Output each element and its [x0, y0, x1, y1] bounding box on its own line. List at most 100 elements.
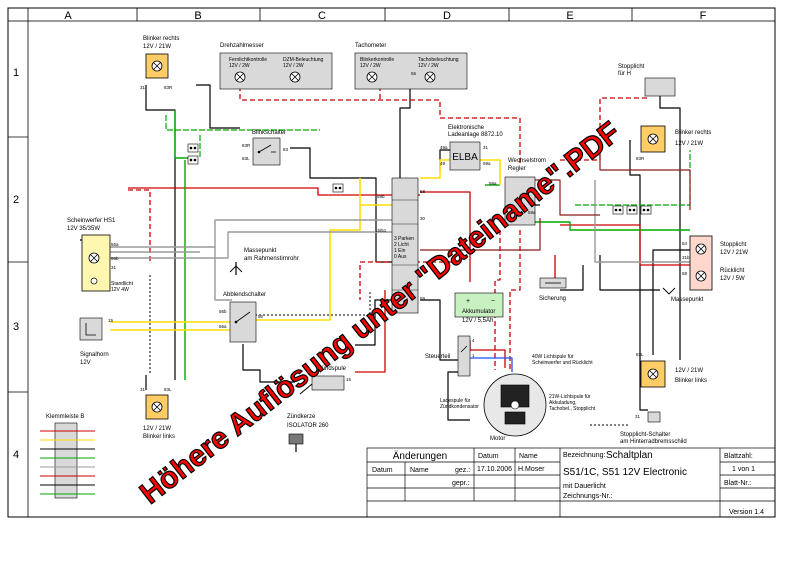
svg-text:83: 83: [283, 147, 289, 152]
svg-text:40W Lichtspule für: 40W Lichtspule für: [532, 354, 574, 360]
svg-text:Blinker links: Blinker links: [675, 378, 707, 384]
elba-line2: Ladeanlage 8872.10: [448, 132, 503, 138]
svg-text:Stopplicht-Schalter: Stopplicht-Schalter: [620, 432, 670, 438]
svg-text:Blinker rechts: Blinker rechts: [675, 130, 711, 136]
stop-rueck-light: Stopplicht 12V / 21W Rücklicht 12V / 5W …: [682, 235, 748, 291]
svg-text:12V / 21W: 12V / 21W: [675, 141, 703, 147]
svg-text:12V / 2W: 12V / 2W: [418, 63, 439, 69]
svg-text:Signalhorn: Signalhorn: [80, 352, 109, 358]
blinkschalter-title: Blinkschalter: [252, 130, 286, 136]
title-block: [366, 447, 776, 518]
svg-text:31: 31: [140, 387, 146, 392]
grid-col-b: B: [194, 10, 201, 22]
standlicht-lamp-icon: [90, 277, 98, 285]
signalhorn: Signalhorn 12V 15: [79, 317, 114, 366]
zuendkerze: Zündkerze ISOLATOR 260: [287, 414, 329, 452]
svg-text:58: 58: [682, 271, 688, 276]
svg-text:Blinkerkontrolle: Blinkerkontrolle: [360, 57, 394, 63]
svg-text:59a: 59a: [489, 181, 497, 186]
svg-text:Bezeichnung:: Bezeichnung:: [563, 452, 605, 459]
svg-text:30: 30: [420, 216, 426, 221]
blinkschalter: Blinkschalter 83R 83L 83: [242, 130, 289, 166]
svg-text:gez.:: gez.:: [455, 467, 470, 474]
svg-text:12V / 2W: 12V / 2W: [283, 63, 304, 69]
svg-text:56b: 56b: [219, 309, 227, 314]
blinker-links-front: 12V / 21W Blinker links 31 83L: [140, 387, 175, 440]
wechselstrom-regler: Wechselstrom Regler 59a 59b 59a: [489, 158, 546, 226]
svg-text:59: 59: [420, 296, 426, 301]
ruecklicht-lamp-icon: [695, 270, 707, 282]
svg-text:59b: 59b: [512, 210, 520, 215]
svg-text:15: 15: [346, 377, 352, 382]
sicherung: Sicherung: [539, 277, 567, 302]
svg-text:12V: 12V: [80, 360, 91, 366]
svg-text:ISOLATOR 260: ISOLATOR 260: [287, 423, 329, 429]
blinker-rechts-front: Blinker rechts 12V / 21W 31 83R: [140, 36, 179, 90]
svg-text:49: 49: [440, 161, 446, 166]
grid-col-a: A: [64, 10, 72, 22]
svg-text:Rücklicht: Rücklicht: [720, 268, 745, 274]
svg-text:Fernlichtkontrolle: Fernlichtkontrolle: [229, 57, 267, 63]
grid-row-1: 1: [13, 67, 19, 79]
lamp-icon: [151, 401, 163, 413]
connector-4: [612, 205, 624, 215]
svg-text:12V 4W: 12V 4W: [111, 287, 129, 293]
svg-text:Massepunkt: Massepunkt: [244, 248, 277, 254]
svg-text:56b: 56b: [111, 256, 119, 261]
svg-text:83L: 83L: [164, 387, 172, 392]
massepunkt-rahmen: Massepunkt am Rahmenstirnrohr: [229, 248, 299, 273]
svg-text:83R: 83R: [636, 156, 645, 161]
watermark-text: Höhere Auflösung unter "Dateiname".PDF: [134, 116, 626, 511]
svg-text:Zündkondensator: Zündkondensator: [440, 404, 479, 410]
drawing-title: Schaltplan: [606, 450, 653, 461]
svg-text:Abblendschalter: Abblendschalter: [223, 292, 266, 298]
svg-text:Massepunkt: Massepunkt: [671, 297, 704, 303]
svg-text:31: 31: [483, 145, 489, 150]
svg-text:31: 31: [140, 85, 146, 90]
grid-col-c: C: [318, 10, 326, 22]
svg-text:Motor: Motor: [490, 436, 505, 442]
drawing-author: H.Moser: [518, 466, 545, 473]
svg-text:56: 56: [258, 314, 264, 319]
svg-text:am Hinterradbremsschild: am Hinterradbremsschild: [620, 439, 687, 445]
svg-text:12V / 5,5Ah: 12V / 5,5Ah: [462, 318, 493, 324]
akkumulator: + − Akkumulator 12V / 5,5Ah: [454, 292, 504, 324]
svg-text:Scheinwerfer HS1: Scheinwerfer HS1: [67, 218, 116, 224]
svg-text:12V / 5W: 12V / 5W: [720, 276, 745, 282]
grid-row-3: 3: [13, 321, 19, 333]
zuendspule: Zündspule 15: [299, 366, 352, 395]
svg-text:am Rahmenstirnrohr: am Rahmenstirnrohr: [244, 256, 299, 262]
fernlicht-lamp-icon: [234, 71, 246, 83]
svg-text:21W-Lichtspule für: 21W-Lichtspule für: [549, 394, 591, 400]
svg-text:59a: 59a: [483, 161, 491, 166]
aenderungen-header: Änderungen: [393, 450, 448, 462]
dzm-lamp-icon: [289, 71, 301, 83]
svg-text:Stopplicht: Stopplicht: [720, 242, 747, 248]
grid-row-2: 2: [13, 194, 19, 206]
blinker-rechts-rear: Blinker rechts 12V / 21W 83R: [636, 125, 711, 161]
wires: [80, 78, 691, 426]
stopplicht-lamp-icon: [695, 243, 707, 255]
svg-text:12V / 21W: 12V / 21W: [720, 250, 748, 256]
blinker-rechts-front-title: Blinker rechts: [143, 36, 179, 42]
svg-text:Name: Name: [410, 467, 429, 474]
svg-text:4: 4: [472, 338, 475, 343]
svg-text:Sicherung: Sicherung: [539, 296, 566, 302]
connector-6: [640, 205, 652, 215]
svg-text:54: 54: [682, 241, 688, 246]
svg-text:12V / 21W: 12V / 21W: [675, 368, 703, 374]
svg-text:56: 56: [411, 71, 417, 76]
drawing-subtitle: mit Dauerlicht: [563, 483, 606, 490]
svg-text:Name: Name: [519, 453, 538, 460]
steuerteil: Steuerteil 4 1: [425, 335, 475, 377]
svg-text:Ladespule für: Ladespule für: [440, 398, 471, 404]
drehzahlmesser-title: Drehzahlmesser: [220, 43, 264, 49]
connector-3: [332, 183, 344, 193]
svg-text:−: −: [491, 298, 495, 305]
svg-text:15: 15: [108, 318, 114, 323]
svg-text:Scheinwerfer und Rücklicht: Scheinwerfer und Rücklicht: [532, 360, 593, 366]
svg-text:Klemmleiste B: Klemmleiste B: [46, 414, 84, 420]
blinker-links-rear: 12V / 21W Blinker links 83L: [636, 352, 707, 388]
svg-text:Akkumulator: Akkumulator: [462, 309, 495, 315]
